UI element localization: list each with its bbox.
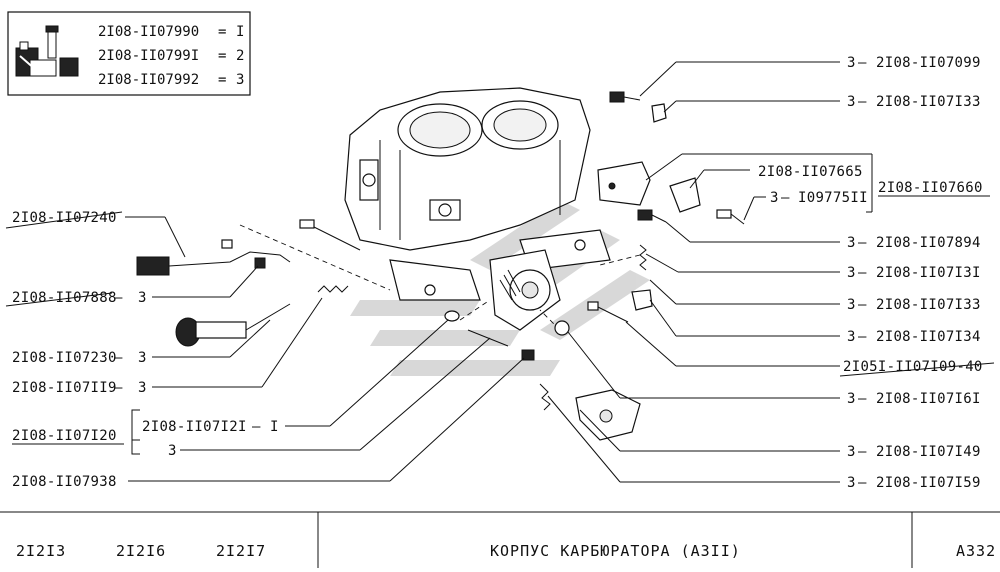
spring-right	[639, 244, 647, 271]
legend-row-1-part: 2I08-II07990	[98, 24, 199, 40]
legend-icon	[15, 25, 79, 77]
carburetor-body	[299, 87, 611, 301]
label-part: 2I08-II07I33	[876, 94, 981, 110]
spring-lower	[539, 383, 551, 411]
legend-row-1-value: I	[236, 24, 244, 40]
washer-left	[444, 310, 460, 322]
legend-row-2-part: 2I08-II0799I	[98, 48, 199, 64]
label-dash: —	[858, 391, 867, 407]
legend-row-3-part: 2I08-II07992	[98, 72, 199, 88]
label-dash: —	[858, 235, 867, 251]
footer-model-2: 2I2I6	[116, 542, 166, 560]
label-dash: —	[858, 297, 867, 313]
label-dash: —	[858, 55, 867, 71]
label-part: 2I08-II07I3I	[876, 265, 981, 281]
label-part: 2I08-II07I2I	[142, 419, 247, 435]
label-qty: 3	[847, 235, 856, 251]
label-qty: 3	[847, 55, 856, 71]
label-dash: —	[114, 380, 123, 396]
label-dash: —	[858, 94, 867, 110]
label-part-struck: 2I08-II07240	[12, 210, 117, 226]
leader-lines-left	[125, 216, 525, 482]
label-qty: 3	[847, 94, 856, 110]
footer-page-number: А332	[956, 542, 996, 560]
leader-lines-right	[547, 61, 872, 483]
spring-left	[317, 285, 349, 293]
screw-middle	[467, 329, 509, 347]
footer-model-3: 2I2I7	[216, 542, 266, 560]
legend-row-3-eq: =	[218, 72, 226, 88]
legend-row-3-value: 3	[236, 72, 244, 88]
legend-row-2-eq: =	[218, 48, 226, 64]
label-qty: 3	[138, 290, 147, 306]
label-part-underlined: 2I08-II07I20	[12, 428, 117, 444]
labels-left: 2I08-II07240 2I08-II07888 — 3 2I08-II072…	[5, 210, 279, 490]
label-part: 2I08-II07665	[758, 164, 863, 180]
label-part: 2I08-II07099	[876, 55, 981, 71]
label-part: 2I08-II07I33	[876, 297, 981, 313]
label-dash: —	[858, 329, 867, 345]
label-part: 2I08-II07938	[12, 474, 117, 490]
label-part: 2I08-II07660	[878, 180, 983, 196]
legend-row-1-eq: =	[218, 24, 226, 40]
label-part: I09775II	[798, 190, 868, 206]
label-dash: —	[858, 265, 867, 281]
screw-top	[609, 91, 641, 103]
label-qty: I	[270, 419, 279, 435]
label-part: 2I08-II07I59	[876, 475, 981, 491]
label-qty: 3	[847, 329, 856, 345]
clip-top	[651, 103, 667, 123]
choke-assembly	[489, 249, 561, 331]
label-part: 2I08-II07I34	[876, 329, 981, 345]
idle-screw	[175, 303, 291, 347]
clip-right	[631, 289, 653, 311]
labels-right: 3 — 2I08-II07099 3 — 2I08-II07I33 2I08-I…	[758, 55, 995, 491]
screw-wire	[254, 257, 266, 269]
label-qty: 3	[138, 380, 147, 396]
label-qty: 3	[138, 350, 147, 366]
label-dash: —	[858, 475, 867, 491]
adjust-screw	[637, 209, 667, 223]
label-dash: —	[781, 190, 790, 206]
bracket	[597, 161, 651, 206]
label-qty: 3	[847, 444, 856, 460]
long-screw-right	[587, 301, 629, 323]
label-dash: —	[114, 350, 123, 366]
label-dash: —	[858, 444, 867, 460]
legend-row-2-value: 2	[236, 48, 244, 64]
label-part: 2I08-II07230	[12, 350, 117, 366]
label-qty: 3	[847, 475, 856, 491]
label-dash: —	[252, 419, 261, 435]
small-clip	[554, 320, 570, 336]
label-part: 2I08-II07894	[876, 235, 981, 251]
label-dash: —	[114, 290, 123, 306]
footer-model-1: 2I2I3	[16, 542, 66, 560]
label-part: 2I08-II07II9	[12, 380, 117, 396]
label-qty: 3	[847, 265, 856, 281]
label-qty: 3	[847, 297, 856, 313]
label-qty: 3	[847, 391, 856, 407]
footer: 2I2I3 2I2I6 2I2I7 КОРПУС КАРБЮРАТОРА (АЗ…	[0, 511, 1000, 568]
lever-small	[669, 177, 701, 213]
label-part: 2I08-II07I49	[876, 444, 981, 460]
label-qty: 3	[770, 190, 779, 206]
lever-lower	[575, 389, 641, 441]
screw-bracket	[716, 209, 745, 225]
label-part: 2I08-II07I6I	[876, 391, 981, 407]
nut-lower	[521, 349, 535, 361]
legend-box: 2I08-II07990 = I 2I08-II0799I = 2 2I08-I…	[7, 11, 251, 96]
solenoid-wire	[136, 239, 291, 276]
footer-title: КОРПУС КАРБЮРАТОРА (АЗII)	[490, 542, 741, 560]
label-part-struck: 2I05I-II07I09-40	[843, 359, 983, 375]
label-qty: 3	[168, 443, 177, 459]
